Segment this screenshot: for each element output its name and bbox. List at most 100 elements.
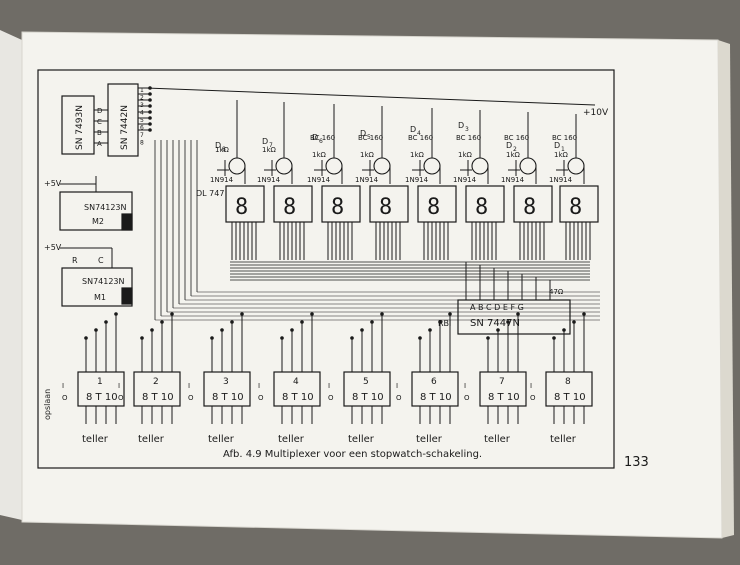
mux-ic-label: 8 T 10 — [86, 392, 118, 403]
mux-input-o: O — [118, 394, 124, 402]
mux-ic-number: 5 — [363, 377, 369, 387]
diode-label: 1N914 — [355, 176, 379, 184]
junction — [104, 320, 108, 324]
display-digit-8: 8 — [283, 195, 296, 220]
digit-line-index: 2 — [513, 146, 517, 153]
junction — [486, 336, 490, 340]
mux-input-i: I — [328, 382, 330, 390]
resistor-label: 1kΩ — [262, 146, 277, 154]
mux-input-o: O — [464, 394, 470, 402]
digit-line-label: D — [554, 141, 560, 150]
mux-input-i: I — [62, 382, 64, 390]
mux-input-i: I — [464, 382, 466, 390]
teller-label: teller — [348, 434, 375, 445]
page-number: 133 — [624, 455, 649, 470]
junction — [140, 336, 144, 340]
junction — [350, 336, 354, 340]
junction — [438, 320, 442, 324]
mux-ic-number: 6 — [431, 377, 437, 387]
digit-line-index: 5 — [367, 134, 371, 141]
teller-label: teller — [208, 434, 235, 445]
figure-caption: Afb. 4.9 Multiplexer voor een stopwatch-… — [223, 449, 483, 460]
driver-ic-label: SN 7447N — [470, 318, 520, 329]
junction — [148, 92, 152, 96]
junction — [170, 312, 174, 316]
digit-line-label: D — [458, 121, 464, 130]
junction — [148, 128, 152, 132]
diode-label: 1N914 — [307, 176, 331, 184]
junction — [230, 320, 234, 324]
mux-ic — [545, 371, 593, 407]
counter-ic — [61, 95, 95, 155]
digit-line-label: D — [312, 133, 318, 142]
teller-label: teller — [416, 434, 443, 445]
digit-line-index: 3 — [465, 126, 469, 133]
seven-seg-display — [465, 185, 505, 223]
junction — [148, 98, 152, 102]
mux-input-i: I — [258, 382, 260, 390]
decoder-pin-label: 5 — [140, 117, 144, 124]
display-type-label: DL 747 — [196, 189, 224, 198]
transistor-label: BC 160 — [504, 134, 529, 142]
junction — [572, 320, 576, 324]
mux-input-o: O — [530, 394, 536, 402]
digit-line-label: D — [410, 125, 416, 134]
junction — [210, 336, 214, 340]
teller-label: teller — [278, 434, 305, 445]
junction — [380, 312, 384, 316]
mux-ic — [479, 371, 527, 407]
mux-ic-label: 8 T 10 — [352, 392, 384, 403]
counter-ic-label: SN 7493N — [75, 105, 85, 150]
supply-5v-mid: +5V — [44, 243, 62, 252]
mux-input-o: O — [396, 394, 402, 402]
junction — [148, 116, 152, 120]
monoflop-2-name: M2 — [92, 217, 104, 226]
mux-input-o: O — [328, 394, 334, 402]
mux-ic-label: 8 T 10 — [142, 392, 174, 403]
display-digit-8: 8 — [427, 195, 440, 220]
decoder-pin-label: 6 — [140, 125, 144, 132]
resistor-label: 1kΩ — [458, 151, 473, 159]
mux-ic-number: 1 — [97, 377, 103, 387]
supply-5v-top: +5V — [44, 179, 62, 188]
junction — [496, 328, 500, 332]
mux-input-i: I — [530, 382, 532, 390]
monoflop-1 — [61, 267, 133, 307]
digit-line-index: 7 — [269, 142, 273, 149]
junction — [310, 312, 314, 316]
display-digit-8: 8 — [523, 195, 536, 220]
decoder-ic — [107, 83, 139, 157]
mux-ic-number: 3 — [223, 377, 229, 387]
counter-pin-label: D — [97, 107, 102, 115]
seven-seg-display — [321, 185, 361, 223]
junction — [84, 336, 88, 340]
digit-line-label: D — [262, 137, 268, 146]
digit-line-label: D — [360, 129, 366, 138]
teller-label: teller — [82, 434, 109, 445]
counter-pin-label: C — [97, 118, 102, 126]
mux-input-i: I — [188, 382, 190, 390]
diode-label: 1N914 — [405, 176, 429, 184]
seven-seg-display — [513, 185, 553, 223]
mux-ic — [203, 371, 251, 407]
decoder-pin-label: 4 — [140, 110, 144, 117]
monoflop-1-label: SN74123N — [82, 277, 125, 286]
monoflop-2-fill — [121, 213, 133, 231]
transistor-label: BC 160 — [456, 134, 481, 142]
digit-line-label: D — [506, 141, 512, 150]
diode-label: 1N914 — [501, 176, 525, 184]
digit-line-index: 6 — [319, 138, 323, 145]
junction — [418, 336, 422, 340]
resistor-label: 1kΩ — [312, 151, 327, 159]
display-digit-8: 8 — [379, 195, 392, 220]
decoder-pin-label: 3 — [140, 102, 144, 109]
schematic — [59, 83, 600, 424]
resistor-label: 1kΩ — [554, 151, 569, 159]
mux-ic-label: 8 T 10 — [212, 392, 244, 403]
seven-seg-display — [559, 185, 599, 223]
monoflop-1-name: M1 — [94, 293, 106, 302]
junction — [148, 104, 152, 108]
mux-ic — [343, 371, 391, 407]
resistor-47-label: 47Ω — [549, 288, 564, 296]
